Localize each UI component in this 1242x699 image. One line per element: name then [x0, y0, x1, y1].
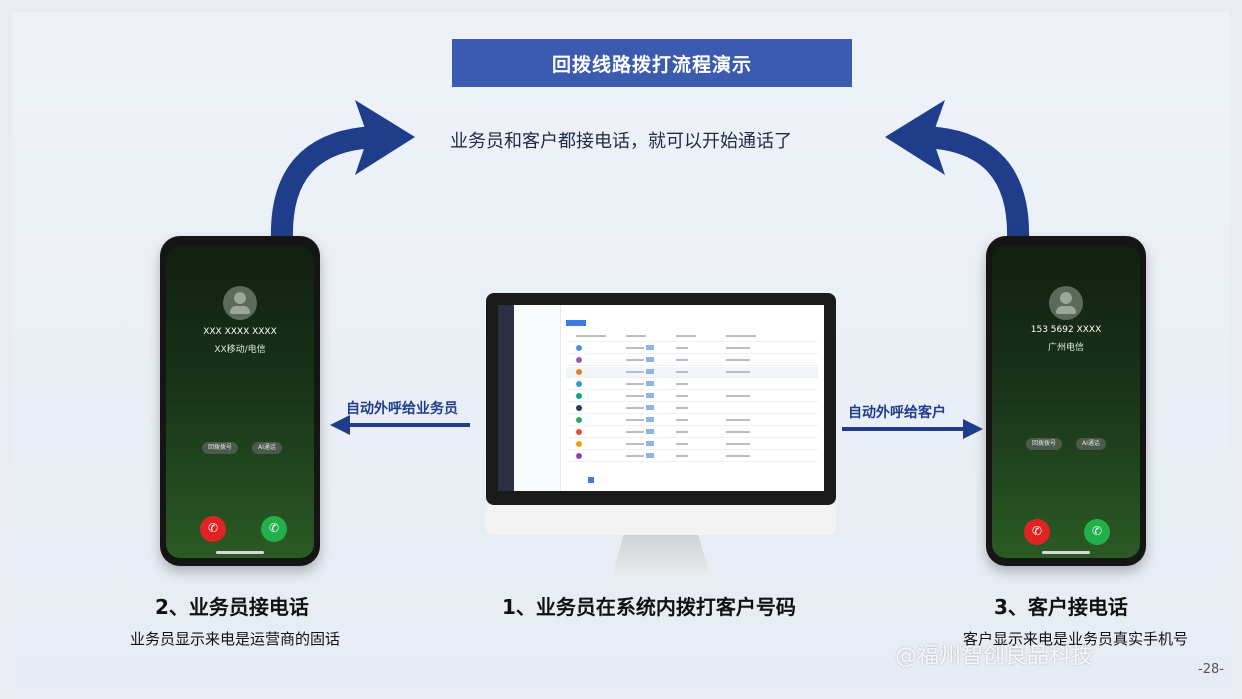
- step2-desc: 业务员显示来电是运营商的固话: [130, 630, 341, 648]
- step3-desc: 客户显示来电是业务员真实手机号: [963, 630, 1189, 648]
- callback-pill[interactable]: 回拨拨号: [1026, 438, 1063, 450]
- phone-notch: [1041, 236, 1091, 246]
- caller-carrier: 广州电信: [1047, 343, 1084, 353]
- step3-title: 3、客户接电话: [994, 595, 1128, 619]
- arrow-right-icon: [842, 419, 983, 439]
- arrow-left-icon: [330, 415, 470, 435]
- home-indicator: [216, 551, 264, 554]
- crm-sidebar: [498, 305, 514, 491]
- table-row: [566, 427, 818, 438]
- table-row: [566, 451, 818, 462]
- salesperson-phone: XXX XXXX XXXX XX移动/电信 回拨拨号 AI通话 ✆ ✆: [160, 236, 320, 566]
- arrow-left-label: 自动外呼给业务员: [346, 401, 458, 417]
- table-row: [566, 331, 818, 342]
- table-row: [566, 343, 818, 354]
- phone-notch: [215, 236, 265, 246]
- pagination-current[interactable]: [588, 477, 594, 483]
- crm-nav-column: [514, 305, 561, 491]
- table-row: [566, 403, 818, 414]
- arrow-right-label: 自动外呼给客户: [848, 405, 946, 421]
- curved-arrow-right-icon: [885, 100, 1030, 241]
- computer-monitor: [486, 293, 836, 505]
- table-row: [566, 391, 818, 402]
- callback-pill[interactable]: 回拨拨号: [202, 442, 239, 454]
- step1-title: 1、业务员在系统内拨打客户号码: [502, 595, 796, 619]
- table-row: [566, 379, 818, 390]
- table-row: [566, 367, 818, 378]
- phone-decline-icon: ✆: [207, 521, 219, 535]
- crm-screen: [498, 305, 824, 491]
- page-number: -28-: [1198, 662, 1224, 677]
- customer-phone: 153 5692 XXXX 广州电信 回拨拨号 AI通话 ✆ ✆: [986, 236, 1146, 566]
- ai-call-pill[interactable]: AI通话: [252, 442, 282, 454]
- title-banner: 回拨线路拨打流程演示: [452, 39, 852, 87]
- accept-button[interactable]: ✆: [261, 516, 287, 542]
- crm-primary-button: [566, 320, 586, 326]
- phone-screen: XXX XXXX XXXX XX移动/电信 回拨拨号 AI通话 ✆ ✆: [166, 246, 314, 558]
- decline-button[interactable]: ✆: [200, 516, 226, 542]
- curved-arrow-left-icon: [270, 100, 415, 241]
- table-row: [566, 439, 818, 450]
- step2-title: 2、业务员接电话: [155, 595, 309, 619]
- subtitle: 业务员和客户都接电话，就可以开始通话了: [450, 131, 792, 152]
- phone-screen: 153 5692 XXXX 广州电信 回拨拨号 AI通话 ✆ ✆: [992, 246, 1140, 558]
- table-row: [566, 355, 818, 366]
- monitor-chin: [486, 505, 836, 535]
- monitor-stand: [612, 535, 710, 575]
- ai-call-pill[interactable]: AI通话: [1076, 438, 1106, 450]
- avatar-icon: [1049, 286, 1083, 320]
- decline-button[interactable]: ✆: [1024, 519, 1050, 545]
- accept-button[interactable]: ✆: [1084, 519, 1110, 545]
- caller-carrier: XX移动/电信: [214, 345, 266, 355]
- phone-decline-icon: ✆: [1031, 524, 1043, 538]
- watermark: @福州智创良品科技: [895, 644, 1094, 669]
- table-row: [566, 415, 818, 426]
- phone-accept-icon: ✆: [268, 521, 280, 535]
- caller-number: XXX XXXX XXXX: [203, 327, 277, 337]
- home-indicator: [1042, 551, 1090, 554]
- phone-accept-icon: ✆: [1091, 524, 1103, 538]
- caller-number: 153 5692 XXXX: [1030, 325, 1102, 335]
- avatar-icon: [223, 286, 257, 320]
